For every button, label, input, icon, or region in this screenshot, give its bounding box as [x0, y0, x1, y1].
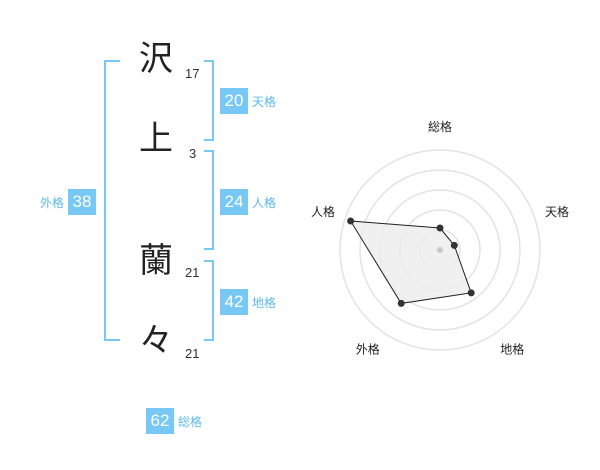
radar-axis-label-2: 天格 — [545, 204, 569, 219]
radar-point-1 — [436, 224, 444, 232]
stroke-count-2: 3 — [189, 146, 197, 161]
tenkaku-label: 天格 — [252, 94, 277, 109]
radar-point-3 — [467, 289, 475, 297]
name-char-1: 沢 — [139, 39, 173, 79]
chikaku-label: 地格 — [252, 295, 277, 310]
soukaku-badge: 62 総格 — [146, 408, 202, 434]
jinkaku-value: 24 — [220, 189, 248, 215]
jinkaku-bracket — [204, 150, 214, 250]
tenkaku-bracket — [204, 60, 214, 141]
radar-axis-label-4: 外格 — [356, 342, 380, 357]
name-char-3: 蘭 — [139, 241, 173, 281]
stroke-count-1: 17 — [185, 66, 200, 81]
gaikaku-badge: 外格 38 — [40, 189, 97, 215]
jinkaku-label: 人格 — [252, 195, 277, 210]
radar-axis-label-3: 地格 — [500, 342, 524, 357]
radar-axis-label-5: 人格 — [311, 204, 335, 219]
soukaku-label: 総格 — [178, 414, 203, 429]
chikaku-value: 42 — [220, 289, 248, 315]
tenkaku-value: 20 — [220, 88, 248, 114]
radar-point-5 — [347, 217, 355, 225]
soukaku-value: 62 — [146, 408, 174, 434]
chikaku-badge: 42 地格 — [220, 289, 276, 315]
radar-area — [349, 220, 472, 304]
radar-axis-label-1: 総格 — [428, 119, 452, 134]
name-char-2: 上 — [139, 119, 173, 159]
radar-center-dot — [437, 247, 443, 253]
name-char-4: 々 — [139, 321, 173, 361]
gaikaku-bracket — [104, 60, 120, 341]
radar-point-4 — [397, 299, 405, 307]
radar-ring-4 — [359, 169, 521, 331]
chikaku-bracket — [204, 260, 214, 341]
gaikaku-value: 38 — [68, 189, 97, 215]
stroke-count-4: 21 — [185, 346, 200, 361]
radar-point-2 — [450, 241, 458, 249]
gaikaku-label: 外格 — [40, 195, 65, 210]
stroke-count-3: 21 — [185, 265, 200, 280]
tenkaku-badge: 20 天格 — [220, 88, 276, 114]
radar-ring-5 — [339, 149, 541, 351]
jinkaku-badge: 24 人格 — [220, 189, 276, 215]
